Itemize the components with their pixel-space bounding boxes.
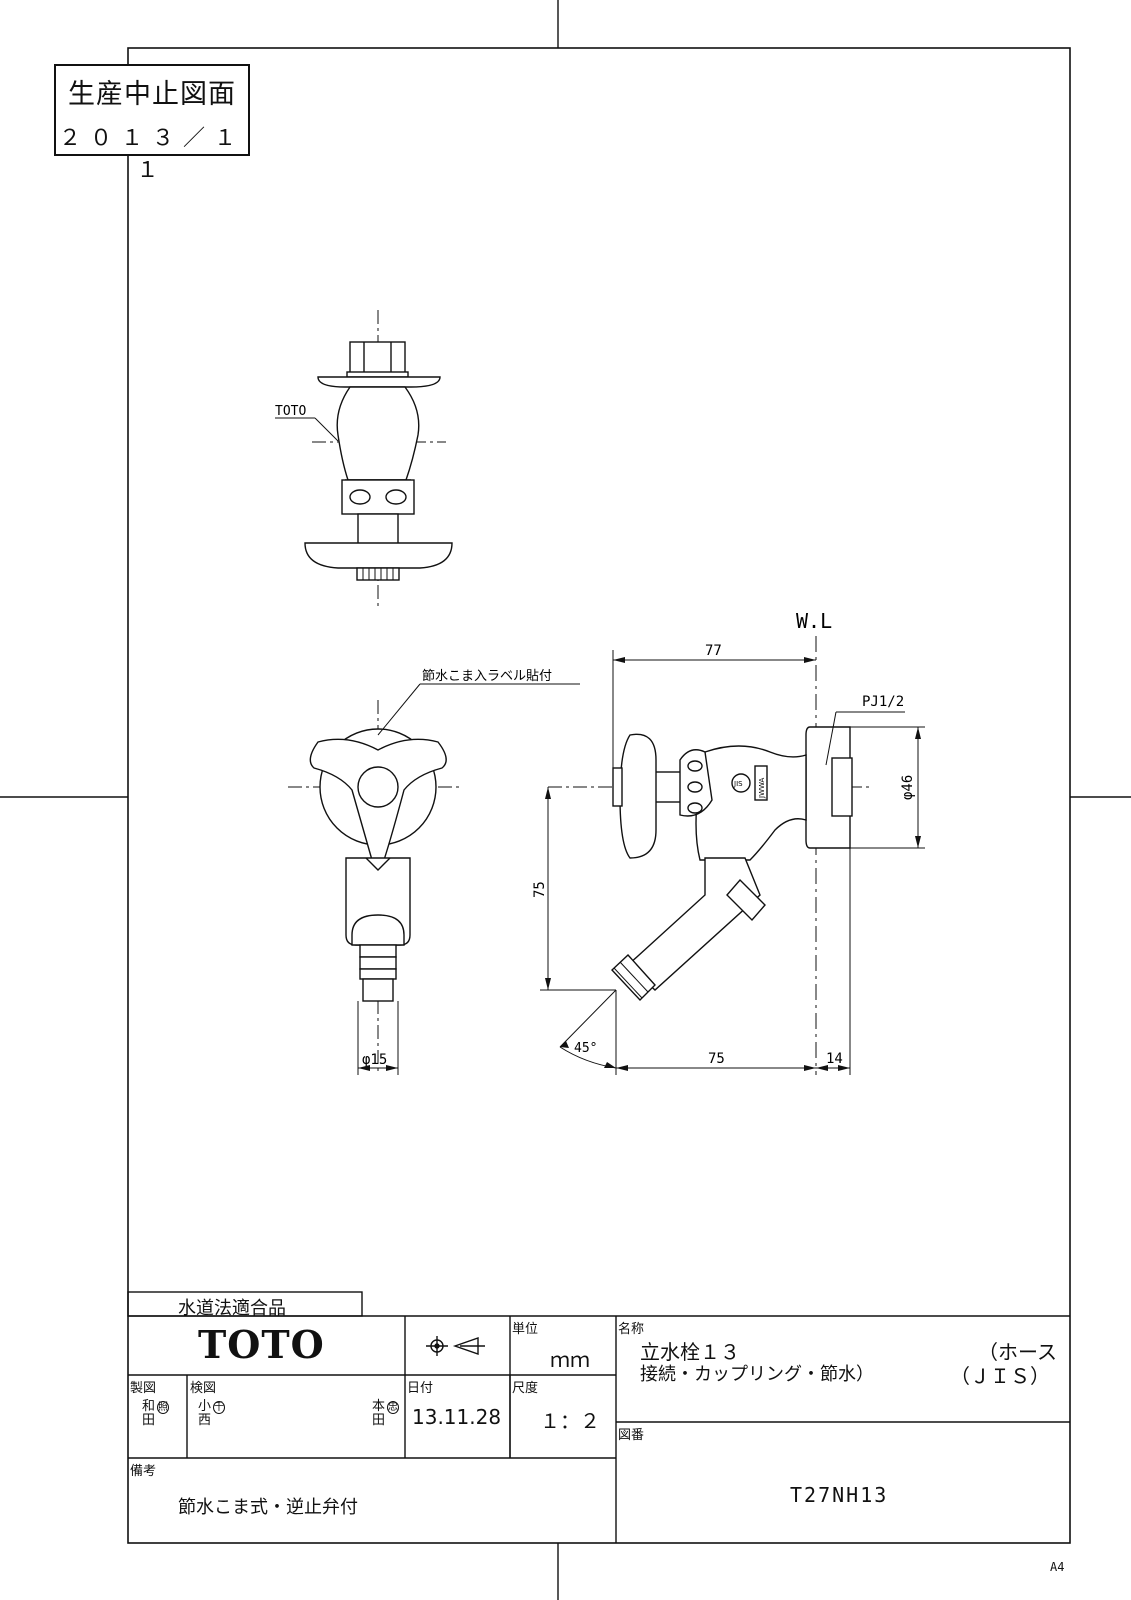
title-block-lines (127, 1291, 1070, 1543)
date-label: 日付 (407, 1381, 434, 1396)
name-line1-right: （ホース (978, 1340, 1057, 1364)
top-view (275, 310, 453, 610)
checked-label: 検図 (190, 1381, 217, 1396)
projection-symbol (426, 1336, 485, 1356)
jwwa-mark-text: JWWA (758, 777, 766, 799)
remarks-text: 節水こま式・逆止弁付 (178, 1497, 358, 1518)
drawing-no-label: 図番 (618, 1428, 645, 1443)
sig-checked-1: 小 (198, 1399, 212, 1414)
dimension-arrows (358, 657, 921, 1071)
drawing-number: T27NH13 (790, 1483, 889, 1507)
sig-drawn-3: 照 (157, 1401, 170, 1414)
dim-flange-dia: φ46 (900, 775, 916, 800)
discontinued-stamp: 生産中止図面 ２０１３／１１ (54, 64, 250, 183)
scale-value: １：２ (540, 1409, 600, 1433)
dim-top-width: 77 (705, 643, 722, 659)
brand-logo: TOTO (198, 1322, 325, 1367)
jis-mark-text: JIS (733, 780, 743, 788)
sig-checked-2: 西 (198, 1413, 212, 1428)
hose-dia-dim: φ15 (362, 1052, 387, 1068)
date-value: 13.11.28 (412, 1405, 502, 1429)
sig-approved-2: 田 (372, 1413, 386, 1428)
brand-mark-label: TOTO (275, 404, 306, 419)
dim-bottom-length: 75 (708, 1051, 725, 1067)
name-label: 名称 (618, 1322, 645, 1337)
sig-checked: 小千 西 (198, 1399, 226, 1428)
sig-checked-3: 千 (213, 1401, 226, 1414)
thread-label: PJ1/2 (862, 694, 904, 710)
name-line1: 立水栓１３ (640, 1340, 740, 1364)
stamp-date: ２０１３／１１ (58, 126, 245, 183)
dim-height: 75 (532, 881, 548, 898)
side-view (540, 636, 925, 1075)
front-view (288, 683, 580, 1075)
unit-value: ｍｍ (550, 1348, 590, 1372)
name-line2-right: （ＪＩＳ） (950, 1364, 1050, 1388)
dim-angle: 45° (574, 1041, 597, 1056)
scale-label: 尺度 (512, 1381, 539, 1396)
sig-approved: 本忠 田 (372, 1399, 400, 1428)
certification-label: 水道法適合品 (178, 1298, 286, 1319)
paper-size: A4 (1050, 1560, 1065, 1574)
stamp-title: 生産中止図面 (68, 79, 236, 110)
remarks-label: 備考 (130, 1464, 157, 1479)
drawn-label: 製図 (130, 1381, 157, 1396)
sig-approved-1: 本 (372, 1399, 386, 1414)
drawing-frame (127, 47, 1071, 1544)
sig-drawn: 和照 田 (142, 1399, 170, 1428)
label-note: 節水こま入ラベル貼付 (422, 669, 552, 684)
dim-offset: 14 (826, 1051, 843, 1067)
wl-label: W.L (796, 609, 832, 633)
sig-drawn-2: 田 (142, 1413, 156, 1428)
name-line2: 接続・カップリング・節水） (640, 1364, 874, 1385)
sig-drawn-1: 和 (142, 1399, 156, 1414)
sig-approved-3: 忠 (387, 1401, 400, 1414)
unit-label: 単位 (512, 1322, 539, 1337)
